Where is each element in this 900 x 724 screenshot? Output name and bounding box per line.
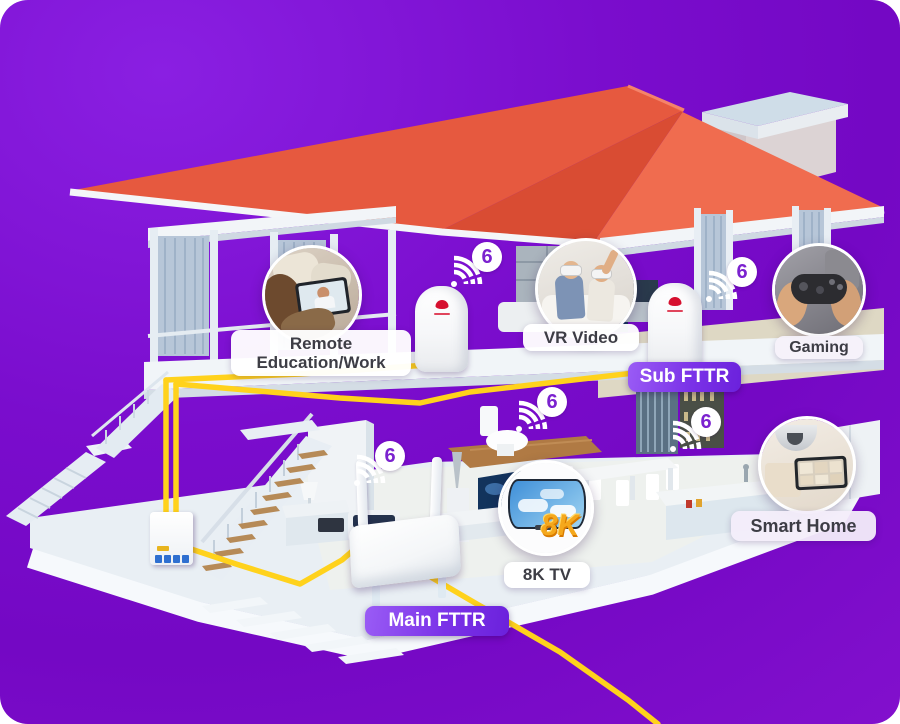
device-indicator [433, 313, 450, 315]
gaming-photo [772, 243, 866, 337]
huawei-logo [668, 297, 682, 306]
label-gaming: Gaming [775, 336, 863, 359]
wifi-6-number: 6 [727, 257, 757, 287]
8k-badge: 8K [541, 509, 580, 542]
wifi-arcs [451, 255, 483, 287]
toilet [448, 406, 602, 468]
gamepad-illustration [791, 274, 847, 304]
wifi-6-icon: 6 [351, 441, 405, 491]
sub-fttr-device-2 [648, 283, 702, 372]
vr-headset [560, 265, 582, 276]
wifi-6-icon: 6 [667, 407, 721, 457]
fiber-splitter-box [150, 512, 193, 565]
label-remote-education: Remote Education/Work [231, 330, 411, 376]
label-8k-tv: 8K TV [504, 562, 590, 588]
fiber-ports [155, 555, 189, 563]
entry-steps [202, 597, 404, 664]
wifi-6-number: 6 [472, 242, 502, 272]
router-table-leg [372, 580, 380, 606]
label-vr-video: VR Video [523, 324, 639, 351]
person-left [554, 274, 586, 320]
wifi-6-number: 6 [691, 407, 721, 437]
router-table-leg [438, 572, 446, 598]
huawei-logo [435, 300, 448, 309]
wifi-6-icon: 6 [448, 242, 502, 292]
label-main-fttr: Main FTTR [365, 606, 509, 636]
vr-video-photo [535, 238, 637, 340]
wifi-6-number: 6 [537, 387, 567, 417]
phone-illustration [794, 455, 848, 491]
8k-tv-photo: 8K [498, 460, 594, 556]
wifi-6-icon: 6 [703, 257, 757, 307]
person-right [586, 278, 616, 322]
label-sub-fttr: Sub FTTR [628, 362, 741, 392]
curved-tv-illustration [508, 479, 586, 529]
splitter-label-sticker [157, 546, 169, 551]
smart-home-photo [758, 416, 856, 514]
device-indicator [667, 310, 683, 312]
sub-fttr-device-1 [415, 286, 468, 372]
staircases [6, 370, 332, 580]
wifi-6-number: 6 [375, 441, 405, 471]
wifi-6-icon: 6 [513, 387, 567, 437]
label-smart-home: Smart Home [731, 511, 876, 541]
